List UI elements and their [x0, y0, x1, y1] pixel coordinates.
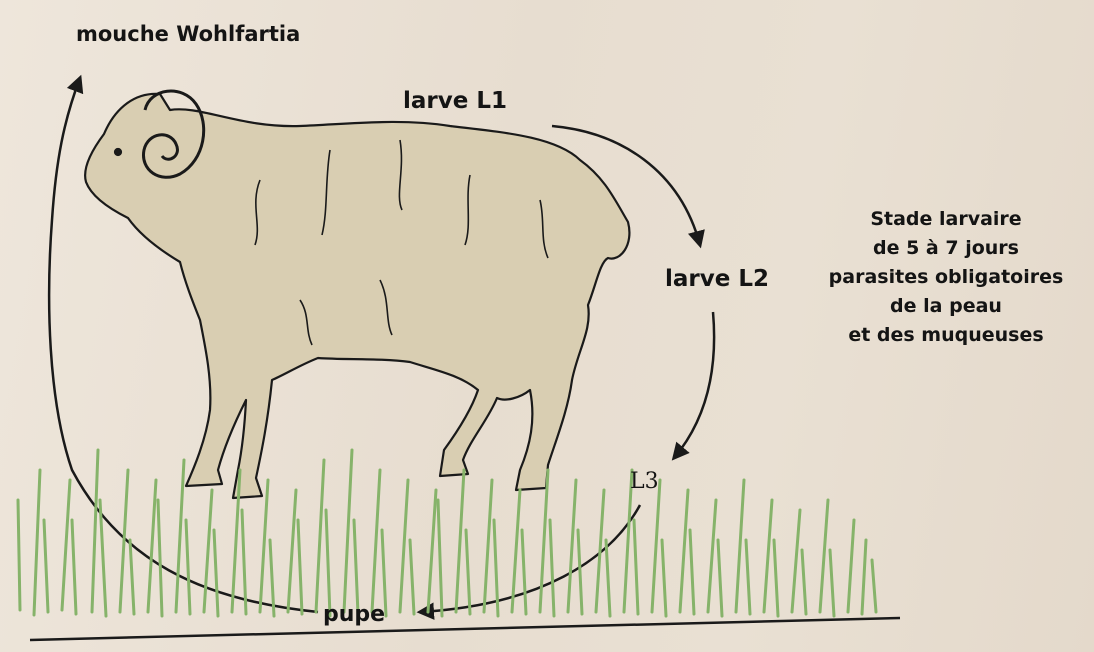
note-line: et des muqueuses: [826, 321, 1066, 350]
note-line: de la peau: [826, 292, 1066, 321]
ground-line: [30, 618, 900, 640]
label-larva-l1: larve L1: [403, 88, 507, 114]
arrow-l2-to-l3: [674, 312, 714, 458]
note-line: Stade larvaire: [826, 205, 1066, 234]
label-larva-l2: larve L2: [665, 266, 769, 292]
note-line: de 5 à 7 jours: [826, 234, 1066, 263]
sheep-icon: [85, 91, 629, 498]
label-fly: mouche Wohlfartia: [76, 22, 300, 46]
note-line: parasites obligatoires: [826, 263, 1066, 292]
label-pupa: pupe: [323, 602, 385, 627]
label-larva-l3: L3: [630, 469, 659, 494]
larval-stage-note: Stade larvaire de 5 à 7 jours parasites …: [826, 205, 1066, 350]
